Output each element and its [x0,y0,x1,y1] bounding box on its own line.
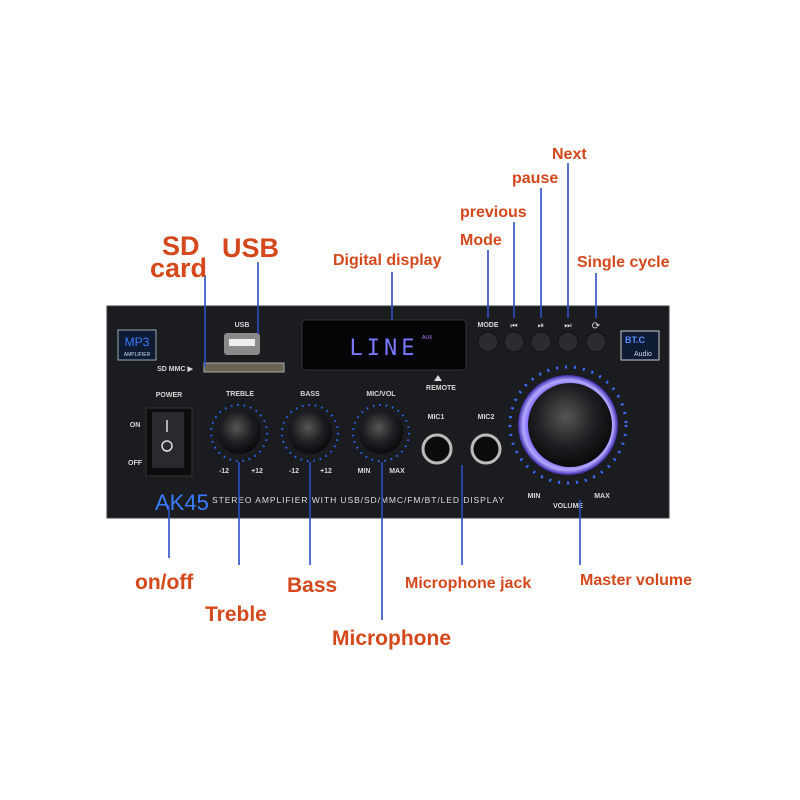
power-label: POWER [156,392,182,399]
bt-audio-badge [620,330,660,361]
callout-mode: Mode [460,232,502,249]
remote-arrow-icon [434,375,442,381]
mp3-badge [117,329,157,361]
model-tagline: STEREO AMPLIFIER WITH USB/SD/MMC/FM/BT/L… [212,495,504,505]
bass-knob-group: BASS -12 +12 [281,391,339,475]
usb-label: USB [235,322,250,329]
master-volume-group: MIN MAX VOLUME [508,365,628,510]
bass-label: BASS [300,391,320,398]
treble-knob[interactable] [217,410,261,454]
sd-card-slot[interactable] [203,362,285,373]
mic-max: MAX [389,468,405,475]
bass-max: +12 [320,468,332,475]
mic-vol-knob-group: MIC/VOL MIN MAX [352,391,410,475]
mic1-jack[interactable] [421,433,453,465]
previous-icon: ⏮ [510,321,517,330]
mode-label: MODE [478,322,499,329]
bass-knob[interactable] [288,410,332,454]
mp3-badge-text: MP3 [125,335,150,349]
on-label: ON [130,422,141,429]
callout-microphone: Microphone [332,627,451,650]
callout-usb: USB [222,233,279,263]
mic2-jack[interactable] [470,433,502,465]
callout-master-volume: Master volume [580,572,692,589]
callout-previous: previous [460,204,527,221]
callout-labels: SD card USB Digital display Mode previou… [135,146,692,650]
treble-max: +12 [251,468,263,475]
mic2-label: MIC2 [478,414,495,421]
next-button[interactable] [557,331,579,353]
callout-treble: Treble [205,603,267,626]
audio-label: Audio [634,351,652,358]
volume-max: MAX [594,493,610,500]
off-label: OFF [128,460,143,467]
callout-bass: Bass [287,574,337,597]
callout-on-off: on/off [135,571,194,594]
callout-single-cycle: Single cycle [577,254,670,271]
model-name: AK45 [155,490,209,515]
callout-sd-card-2: card [150,253,207,283]
callout-next: Next [552,146,587,163]
treble-knob-group: TREBLE -12 +12 [210,391,268,475]
repeat-icon: ⟳ [592,321,601,332]
mode-button[interactable] [477,331,499,353]
bass-min: -12 [289,468,299,475]
volume-label: VOLUME [553,503,583,510]
treble-label: TREBLE [226,391,254,398]
sd-mmc-label: SD MMC ▶ [157,366,193,373]
mic-vol-label: MIC/VOL [366,391,396,398]
previous-button[interactable] [503,331,525,353]
remote-label: REMOTE [426,385,456,392]
volume-min: MIN [528,493,541,500]
pause-button[interactable] [530,331,552,353]
amplifier-badge-text: AMPLIFIER [124,352,151,358]
play-pause-icon: ⏯ [538,321,544,330]
amplifier-front-panel: MP3 AMPLIFIER USB SD MMC ▶ LINE AUX REMO… [106,305,670,519]
display-readout: LINE [350,336,419,361]
callout-sd-card: SD [162,231,200,261]
callout-digital-display: Digital display [333,252,442,269]
single-cycle-button[interactable] [585,331,607,353]
mic1-label: MIC1 [428,414,445,421]
display-aux: AUX [422,335,433,341]
mic-vol-knob[interactable] [359,410,403,454]
callout-pause: pause [512,170,558,187]
bt-label: BT.C [625,335,646,345]
master-volume-knob[interactable] [528,383,612,467]
next-icon: ⏭ [564,321,571,330]
callout-microphone-jack: Microphone jack [405,575,531,592]
leader-lines [168,163,597,620]
mic-min: MIN [358,468,371,475]
treble-min: -12 [219,468,229,475]
digital-display [301,319,467,371]
